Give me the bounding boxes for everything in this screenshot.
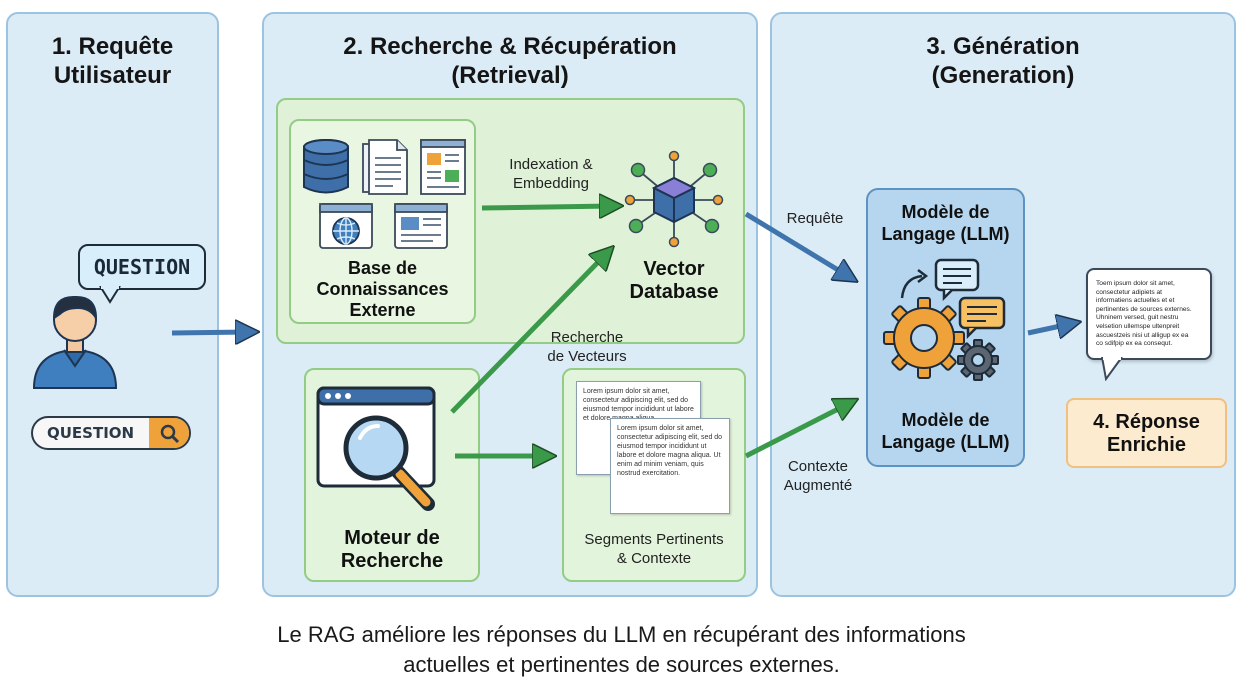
panel-title-user-query: 1. Requête Utilisateur [51, 33, 174, 89]
vector-database-icon [624, 150, 724, 248]
web-page-icon [420, 139, 466, 195]
query-arrow-label: Requête [786, 210, 844, 227]
vector-search-label: Recherche de Vecteurs [547, 329, 627, 365]
vector-database-label: Vector Database [629, 258, 719, 303]
document-icon [362, 139, 408, 195]
magnifier-icon [160, 424, 180, 444]
enriched-answer-box: 4. Réponse Enrichie [1066, 398, 1227, 468]
llm-title-top: Modèle de Langage (LLM) [881, 202, 1010, 244]
search-box-text: QUESTION [47, 424, 135, 442]
segments-label: Segments Pertinents & Contexte [584, 531, 724, 567]
search-engine-label: Moteur de Recherche [340, 527, 444, 572]
document-segment-front: Lorem ipsum dolor sit amet, consectetur … [610, 418, 730, 514]
panel-user-query: 1. Requête Utilisateur [6, 12, 219, 597]
arrow-vectordb-to-llm [744, 211, 848, 276]
globe-browser-icon [319, 203, 373, 249]
arrow-search-to-vectordb [450, 254, 606, 414]
indexation-label: Indexation & Embedding [509, 156, 593, 192]
diagram-caption: Le RAG améliore les réponses du LLM en r… [277, 622, 966, 677]
database-icon [303, 139, 349, 194]
answer-bubble-tail-icon [1101, 357, 1123, 381]
llm-title-bottom: Modèle de Langage (LLM) [881, 410, 1010, 452]
arrow-user-to-retrieval [171, 332, 248, 333]
panel-title-retrieval: 2. Recherche & Récupération (Retrieval) [343, 33, 677, 89]
search-box-button[interactable] [149, 418, 189, 448]
llm-gears-icon [883, 258, 1006, 381]
answer-text: Toem ipsum dolor sit amet, consectetur a… [1096, 280, 1192, 348]
search-engine-icon [316, 386, 436, 511]
question-search-box[interactable]: QUESTION [31, 416, 191, 450]
arrow-segments-to-llm [744, 404, 848, 459]
user-avatar-icon [32, 295, 118, 389]
panel-title-generation: 3. Génération (Generation) [926, 33, 1080, 89]
augmented-context-label: Contexte Augmenté [783, 458, 853, 494]
arrow-llm-to-answer [1027, 324, 1070, 333]
bubble-tail-icon [99, 286, 121, 304]
article-icon [394, 203, 448, 249]
answer-bubble: Toem ipsum dolor sit amet, consectetur a… [1086, 268, 1212, 360]
question-bubble-text: QUESTION [93, 255, 191, 279]
question-bubble: QUESTION [78, 244, 206, 290]
segment-text-1: Lorem ipsum dolor sit amet, consectetur … [583, 388, 694, 422]
segment-text-2: Lorem ipsum dolor sit amet, consectetur … [617, 425, 723, 477]
enriched-answer-label: 4. Réponse Enrichie [1093, 411, 1200, 456]
arrow-kb-to-vectordb [481, 206, 612, 208]
knowledge-base-label: Base de Connaissances Externe [316, 258, 449, 320]
